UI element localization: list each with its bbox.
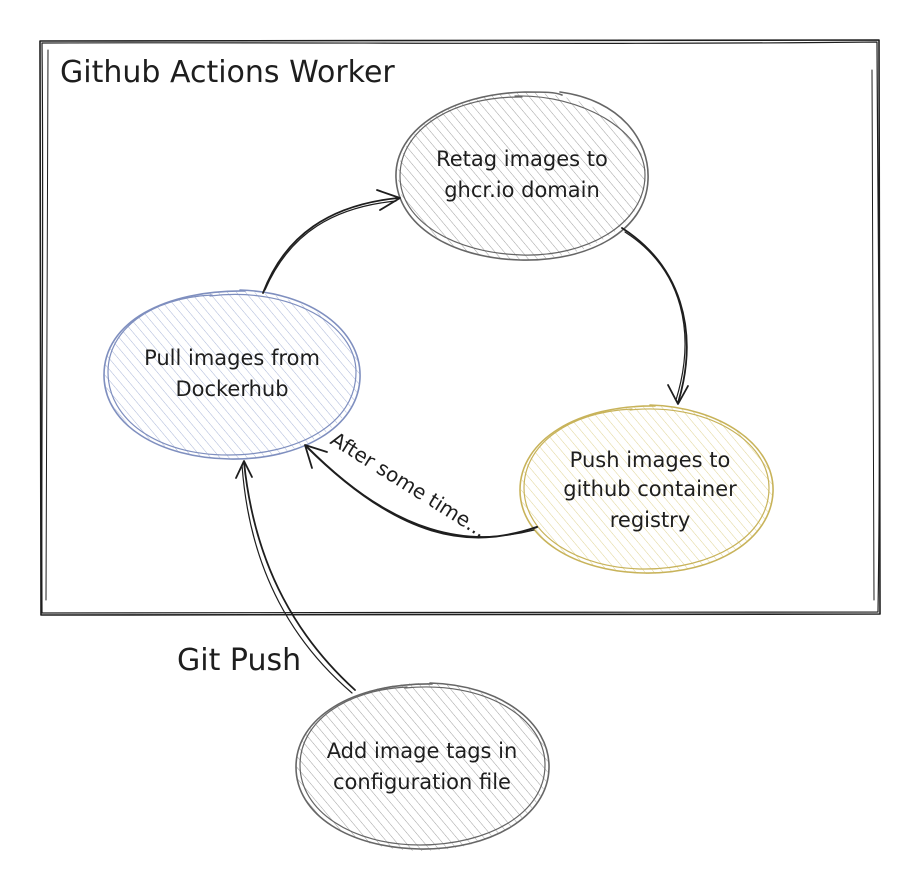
node-pull-line-2: Dockerhub xyxy=(175,377,288,401)
node-pull-line-1: Pull images from xyxy=(144,346,320,370)
node-push: Push images to github container registry xyxy=(519,404,774,574)
node-push-line-1: Push images to xyxy=(570,448,731,472)
node-pull: Pull images from Dockerhub xyxy=(103,289,361,460)
node-retag-line-2: ghcr.io domain xyxy=(444,178,600,202)
node-push-line-2: github container xyxy=(563,477,737,501)
node-config-line-1: Add image tags in xyxy=(327,739,518,763)
node-retag: Retag images to ghcr.io domain xyxy=(395,91,649,261)
node-config-line-2: configuration file xyxy=(333,770,511,794)
edge-retag-to-push xyxy=(621,227,689,405)
edge-config-to-pull-label: Git Push xyxy=(177,643,301,678)
container-title: Github Actions Worker xyxy=(60,55,395,90)
node-retag-line-1: Retag images to xyxy=(436,147,608,171)
edge-config-to-pull: Git Push xyxy=(177,460,356,694)
edge-push-to-pull: After some time... xyxy=(304,427,538,542)
node-config: Add image tags in configuration file xyxy=(295,682,550,851)
edge-push-to-pull-label: After some time... xyxy=(326,427,491,542)
worker-container: Github Actions Worker xyxy=(39,39,881,616)
edge-pull-to-retag xyxy=(262,189,401,294)
node-push-line-3: registry xyxy=(610,508,691,532)
